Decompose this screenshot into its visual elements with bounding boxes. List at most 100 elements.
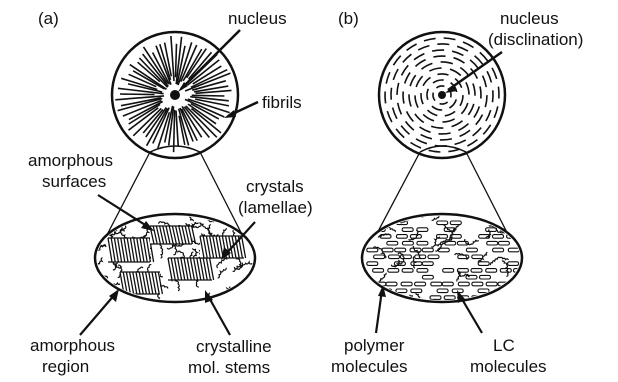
panel-a-tag: (a) (38, 9, 59, 28)
label-polymer-1: polymer (344, 336, 405, 355)
nucleus-b-dot (438, 91, 446, 99)
director-dash (391, 88, 392, 100)
amorphous-chain (243, 279, 264, 288)
label-lc-2: molecules (470, 357, 547, 376)
lc-molecule (428, 255, 439, 259)
lc-molecule (417, 241, 428, 245)
lc-molecule (498, 241, 509, 245)
lc-molecule (395, 248, 406, 252)
lc-molecule (367, 248, 378, 252)
lc-molecule (513, 282, 524, 286)
label-amorphous-surfaces-2: surfaces (42, 172, 106, 191)
lc-molecule (382, 248, 393, 252)
label-crystals-1: crystals (246, 177, 304, 196)
lc-molecule (402, 228, 413, 232)
label-nucleus-b-2: (disclination) (488, 30, 583, 49)
label-crystals-2: (lamellae) (238, 198, 313, 217)
lc-molecule (400, 255, 411, 259)
director-dash (433, 56, 445, 57)
panel-a: (a) nucleus fibrils amorphous surfaces c… (28, 9, 313, 377)
lc-molecule (422, 275, 433, 279)
lc-molecule (437, 221, 448, 225)
label-crystalline-1: crystalline (196, 337, 272, 356)
label-amorphous-region-1: amorphous (30, 336, 115, 355)
lc-molecule (388, 269, 399, 273)
panel-b-tag: (b) (338, 9, 359, 28)
panel-b: (b) nucleus (disclination) polymer molec… (331, 9, 583, 376)
lc-molecule (367, 262, 378, 266)
lc-molecule (487, 241, 498, 245)
label-lc-1: LC (493, 336, 515, 355)
director-dash (480, 86, 481, 98)
director-dash (439, 133, 451, 134)
pointer-amorphous-region (80, 293, 116, 335)
lc-molecule (478, 262, 489, 266)
lc-molecule (444, 296, 455, 300)
polymer-chain (507, 210, 513, 224)
lc-molecule (493, 248, 504, 252)
director-dash (498, 87, 499, 99)
lc-molecule (513, 228, 524, 232)
lc-molecule (431, 282, 442, 286)
lc-molecule (402, 241, 413, 245)
fibril-line (192, 95, 225, 96)
lc-molecule (500, 269, 511, 273)
lc-molecule (402, 269, 413, 273)
label-crystalline-2: mol. stems (188, 358, 270, 377)
lc-molecule (368, 289, 379, 293)
lc-molecule (396, 235, 407, 239)
lc-molecule (458, 282, 469, 286)
lc-molecule (501, 296, 512, 300)
polymer-chain (490, 214, 496, 223)
director-dash (493, 90, 494, 102)
label-polymer-2: molecules (331, 357, 408, 376)
lc-molecule (450, 221, 461, 225)
lc-molecule (411, 289, 422, 293)
lc-molecule (369, 221, 380, 225)
lc-molecule (422, 248, 433, 252)
amorphous-chain (248, 277, 259, 284)
lc-molecule (471, 269, 482, 273)
lc-molecule (389, 255, 400, 259)
lc-molecule (486, 269, 497, 273)
label-nucleus-a: nucleus (228, 9, 287, 28)
fibril-line (176, 44, 177, 78)
director-dash (385, 92, 386, 104)
lc-molecule (508, 262, 519, 266)
lc-molecule (494, 221, 505, 225)
lc-molecule (386, 282, 397, 286)
amorphous-chain (91, 296, 102, 305)
pointer-polymer (376, 290, 382, 333)
lc-molecule (486, 282, 497, 286)
lc-molecule (373, 269, 384, 273)
lc-molecule (466, 248, 477, 252)
lc-molecule (493, 235, 504, 239)
lc-molecule (374, 255, 385, 259)
lc-molecule (478, 289, 489, 293)
director-dash (403, 92, 404, 104)
polymer-chain (387, 295, 399, 301)
lc-molecule (442, 282, 453, 286)
lc-molecule (430, 296, 441, 300)
label-nucleus-b-1: nucleus (500, 9, 559, 28)
lc-molecule (508, 248, 519, 252)
lc-molecule (472, 255, 483, 259)
lc-molecule (472, 282, 483, 286)
lc-molecule (487, 296, 498, 300)
lc-molecule (417, 269, 428, 273)
lc-molecule (437, 289, 448, 293)
amorphous-chain (102, 211, 109, 227)
fibril-line (120, 94, 155, 95)
lc-molecule (387, 241, 398, 245)
label-amorphous-region-2: region (42, 357, 89, 376)
director-dash (437, 44, 449, 45)
lc-molecule (415, 282, 426, 286)
lc-molecule (396, 289, 407, 293)
label-fibrils: fibrils (262, 93, 302, 112)
lc-molecule (422, 262, 433, 266)
lc-molecule (480, 275, 491, 279)
label-amorphous-surfaces-1: amorphous (28, 151, 113, 170)
lc-molecule (401, 282, 412, 286)
lc-molecule (443, 269, 454, 273)
